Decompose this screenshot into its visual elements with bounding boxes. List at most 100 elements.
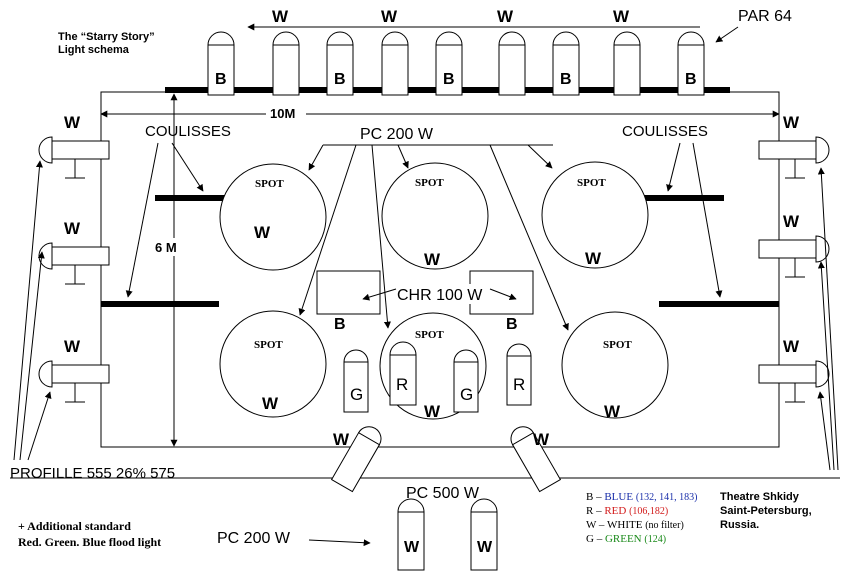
small-lamp-g1: G — [343, 349, 369, 413]
legend-detail: (no filter) — [645, 520, 684, 531]
coulisses-left-label: COULISSES — [145, 123, 231, 140]
small-lamp-letter: G — [460, 385, 473, 404]
pc200-bottom-letter: W — [404, 539, 420, 556]
profile-arrow-l3 — [27, 391, 52, 461]
par64-lamp-letter: B — [334, 71, 346, 88]
small-lamp-letter: R — [396, 375, 408, 394]
legend-entry: R – RED (106,182) — [586, 505, 668, 517]
height-label: 6 M — [155, 240, 177, 255]
spot-upper-right: SPOT W — [541, 161, 649, 269]
pc500-fixture-right — [510, 426, 562, 493]
spot-lower-right: SPOT W — [561, 311, 669, 421]
title-line-2: Light schema — [58, 44, 130, 56]
par64-lamp — [272, 31, 300, 96]
title-line-1: The “Starry Story” — [58, 31, 155, 43]
legend-entry: G – GREEN (124) — [586, 533, 666, 545]
pc200-bottom-letter: W — [477, 539, 493, 556]
spot-label: SPOT — [415, 177, 444, 189]
profile-arrow-r1 — [817, 167, 839, 471]
legend-entry: B – BLUE (132, 141, 183) — [586, 491, 698, 503]
coulisses-left-arrow-2 — [125, 142, 159, 298]
pc200-bottom-fixture-1: W — [397, 498, 425, 571]
legend-detail: (106,182) — [629, 506, 668, 517]
spot-label: SPOT — [255, 178, 284, 190]
pc200-bottom-arrow — [308, 539, 371, 547]
side-fixture-letter: W — [783, 337, 800, 356]
par64-lamp: B — [435, 31, 463, 96]
spot-label: SPOT — [603, 339, 632, 351]
side-fixtures-left: W W W — [38, 113, 110, 403]
side-fixture-right-2: W — [758, 212, 830, 278]
profile-arrow-r3 — [817, 391, 831, 471]
pc200-top-label: PC 200 W — [360, 126, 434, 143]
small-lamp-letter: R — [513, 375, 525, 394]
legend-code: B – — [586, 491, 604, 503]
spot-label: SPOT — [254, 339, 283, 351]
coulisses-right-arrow-2 — [692, 142, 723, 298]
spot-label: SPOT — [577, 177, 606, 189]
par64-lamp: B — [326, 31, 354, 96]
par64-lamp — [613, 31, 641, 96]
legend-color-name: GREEN — [605, 533, 644, 545]
pc200-arrow-1 — [308, 144, 324, 171]
spot-color-letter: W — [604, 402, 621, 421]
spot-color-letter: W — [254, 223, 271, 242]
pc500-label: PC 500 W — [406, 485, 480, 502]
side-fixture-letter: W — [64, 219, 81, 238]
pc500-fixture-left — [330, 426, 382, 493]
coulisses-left-arrow-1 — [171, 142, 204, 192]
side-fixture-right-3: W — [758, 337, 830, 403]
theatre-line-3: Russia. — [720, 519, 759, 531]
width-label: 10M — [270, 106, 295, 121]
pc200-arrow-4 — [298, 144, 357, 316]
par64-lamp-letter: B — [685, 71, 697, 88]
side-fixture-letter: W — [783, 113, 800, 132]
small-lamp-letter: G — [350, 385, 363, 404]
profile-arrow-l1 — [13, 160, 43, 461]
legend-entry: W – WHITE (no filter) — [586, 519, 684, 531]
coulisses-right-label: COULISSES — [622, 123, 708, 140]
chr-letter-right: B — [506, 316, 518, 333]
color-legend: B – BLUE (132, 141, 183) R – RED (106,182… — [586, 491, 698, 545]
spot-label: SPOT — [415, 329, 444, 341]
par64-top-letter: W — [381, 7, 398, 26]
additional-line-2: Red. Green. Blue flood light — [18, 535, 161, 549]
profile-arrow-l2 — [19, 251, 45, 461]
par64-lamp-letter: B — [215, 71, 227, 88]
chr-box-left — [316, 270, 381, 315]
par64-lamp: B — [552, 31, 580, 96]
side-fixture-left-1: W — [38, 113, 110, 179]
par64-lamp — [498, 31, 526, 96]
profile-label: PROFILLE 555 26% 575 — [10, 465, 175, 482]
spot-color-letter: W — [262, 394, 279, 413]
par64-lamp — [381, 31, 409, 96]
pc200-arrow-3 — [527, 144, 553, 169]
side-fixture-left-3: W — [38, 337, 110, 403]
legend-detail: (132, 141, 183) — [636, 492, 698, 503]
side-fixture-right-1: W — [758, 113, 830, 179]
par64-top-letter: W — [272, 7, 289, 26]
pc500-letter-right: W — [533, 430, 550, 449]
small-lamp-r1: R — [389, 341, 417, 406]
chr-label: CHR 100 W — [397, 287, 483, 304]
par64-top-letter: W — [613, 7, 630, 26]
profile-arrow-r2 — [817, 261, 835, 471]
par64-label: PAR 64 — [738, 8, 792, 25]
par64-lamp: B — [677, 31, 705, 96]
small-lamp-r2: R — [506, 343, 532, 406]
par64-arrow — [715, 26, 739, 43]
spot-color-letter: W — [585, 249, 602, 268]
legend-color-name: WHITE — [607, 519, 645, 531]
legend-detail: (124) — [644, 534, 666, 545]
theatre-line-1: Theatre Shkidy — [720, 491, 800, 503]
legend-code: W – — [586, 519, 607, 531]
pc200-arrow-5 — [371, 144, 391, 329]
legend-color-name: RED — [604, 505, 629, 517]
par64-lamp: B — [207, 31, 235, 96]
pc200-bottom-label: PC 200 W — [217, 530, 291, 547]
par64-lamp-letter: B — [443, 71, 455, 88]
chr-arrow-right — [489, 288, 517, 301]
pc200-arrow-2 — [397, 144, 409, 169]
par64-lamp-letter: B — [560, 71, 572, 88]
